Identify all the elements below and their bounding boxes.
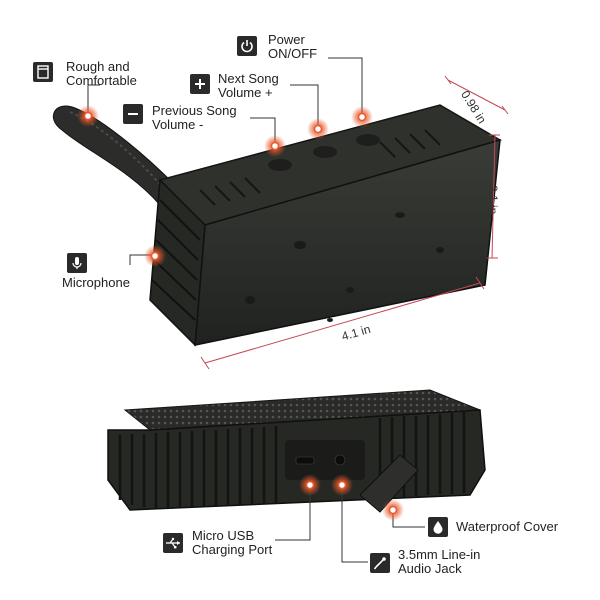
- hotspot-mic: [144, 245, 166, 267]
- label-mic: Microphone: [62, 275, 130, 290]
- hotspot-prev: [264, 135, 286, 157]
- hotspot-usb: [299, 474, 321, 496]
- strap: [52, 105, 176, 206]
- minus-icon: [123, 104, 143, 124]
- hotspot-next: [307, 118, 329, 140]
- usb-icon: [163, 533, 183, 553]
- audio-jack-icon: [370, 553, 390, 573]
- dimension-lines: [200, 75, 509, 370]
- water-drop-icon: [428, 517, 448, 537]
- power-icon: [237, 36, 257, 56]
- hotspot-rough: [77, 105, 99, 127]
- hotspots: [77, 105, 404, 521]
- top-speaker: [52, 104, 502, 347]
- hotspot-power: [351, 106, 373, 128]
- dimension-height: 2.1 in: [486, 185, 500, 215]
- microphone-icon: [67, 253, 87, 273]
- hotspot-jack: [331, 474, 353, 496]
- label-cover: Waterproof Cover: [456, 519, 559, 534]
- bottom-speaker: [107, 389, 486, 513]
- plus-icon: [190, 74, 210, 94]
- hotspot-cover: [382, 499, 404, 521]
- speaker-icon: [33, 62, 53, 82]
